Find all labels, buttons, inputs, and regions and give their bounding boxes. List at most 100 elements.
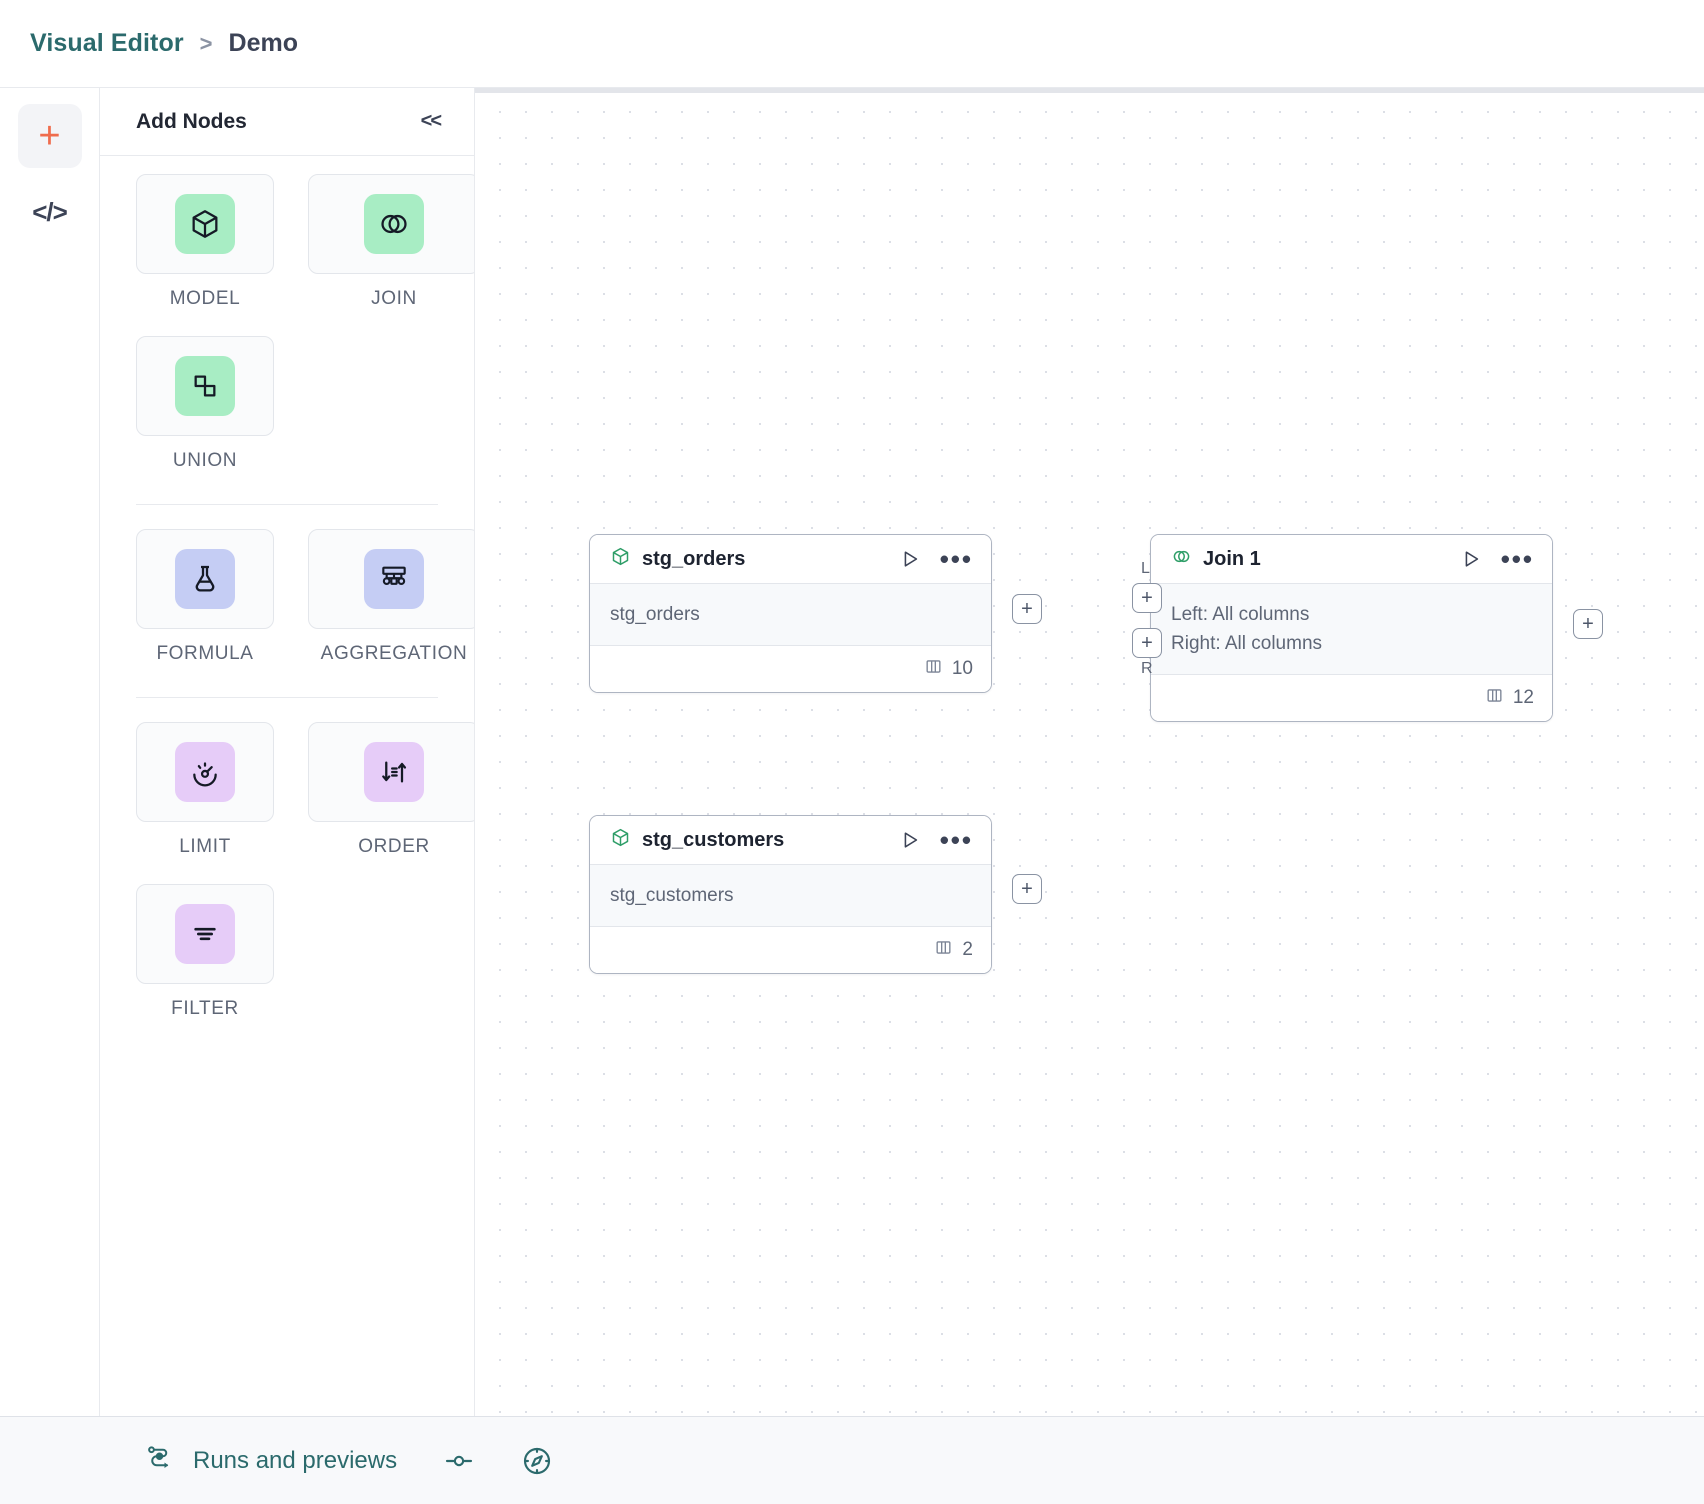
node-type-order[interactable]: ORDER xyxy=(308,722,474,884)
add-node-rail-button[interactable]: + xyxy=(17,104,82,168)
node-type-filter[interactable]: FILTER xyxy=(136,884,274,1046)
node-source-name: stg_customers xyxy=(610,885,734,906)
collapse-panel-button[interactable]: << xyxy=(420,110,442,132)
columns-icon xyxy=(1485,686,1504,710)
venn-icon xyxy=(1171,546,1192,572)
left-icon-rail: + </> xyxy=(0,88,100,1416)
sort-icon xyxy=(364,742,424,802)
join-output-handle[interactable]: + xyxy=(1573,609,1603,639)
runs-and-previews-button[interactable]: Runs and previews xyxy=(145,1443,397,1478)
node-type-join-tile[interactable] xyxy=(308,174,474,274)
columns-icon xyxy=(924,657,943,681)
node-type-join[interactable]: JOIN xyxy=(308,174,474,336)
node-title: stg_orders xyxy=(642,547,746,570)
breadcrumb-bar: Visual Editor > Demo xyxy=(0,0,1704,88)
column-count: 12 xyxy=(1512,687,1534,708)
code-icon: </> xyxy=(32,196,68,227)
play-icon[interactable] xyxy=(899,548,921,570)
flow-canvas[interactable]: stg_orders ••• stg_orders xyxy=(475,88,1704,1416)
compass-icon[interactable] xyxy=(521,1445,553,1477)
node-source-name: stg_orders xyxy=(610,604,700,625)
union-shapes-icon xyxy=(175,356,235,416)
ellipsis-icon[interactable]: ••• xyxy=(939,825,973,855)
flask-icon xyxy=(175,549,235,609)
venn-icon xyxy=(364,194,424,254)
code-view-rail-button[interactable]: </> xyxy=(18,180,82,244)
columns-icon xyxy=(934,938,953,962)
canvas-node-join-1[interactable]: Join 1 ••• Left: All columns Right: All … xyxy=(1150,534,1553,722)
node-type-order-label: ORDER xyxy=(358,836,430,857)
node-type-formula[interactable]: FORMULA xyxy=(136,529,274,691)
node-type-formula-label: FORMULA xyxy=(156,643,254,664)
canvas-node-stg-orders[interactable]: stg_orders ••• stg_orders xyxy=(589,534,992,693)
column-count: 10 xyxy=(951,658,973,679)
join-left-columns: Left: All columns xyxy=(1171,604,1310,625)
node-header: Join 1 ••• xyxy=(1151,535,1552,584)
join-left-input-label: L xyxy=(1141,560,1150,577)
node-type-aggregation-label: AGGREGATION xyxy=(320,643,468,664)
editor-body: + </> Add Nodes << xyxy=(0,88,1704,1416)
node-header: stg_orders ••• xyxy=(590,535,991,584)
play-icon[interactable] xyxy=(899,829,921,851)
join-right-input-handle[interactable]: + xyxy=(1132,628,1162,658)
node-body: stg_customers xyxy=(590,865,991,927)
node-body: Left: All columns Right: All columns xyxy=(1151,584,1552,675)
cube-icon xyxy=(175,194,235,254)
canvas-top-edge xyxy=(475,88,1704,93)
node-footer: 2 xyxy=(590,927,991,973)
bottom-toolbar: Runs and previews xyxy=(0,1416,1704,1504)
node-type-filter-tile[interactable] xyxy=(136,884,274,984)
node-group-refine: LIMIT ORDER xyxy=(100,722,474,1046)
breadcrumb-separator: > xyxy=(199,30,213,56)
runs-and-previews-label: Runs and previews xyxy=(193,1446,398,1474)
node-group-sources: MODEL JOIN xyxy=(100,174,474,498)
node-type-order-tile[interactable] xyxy=(308,722,474,822)
panel-divider-2 xyxy=(136,697,438,698)
node-title: stg_customers xyxy=(642,828,785,851)
play-icon[interactable] xyxy=(1460,548,1482,570)
add-nodes-panel: Add Nodes << xyxy=(100,88,475,1416)
breadcrumb-root-link[interactable]: Visual Editor xyxy=(30,29,184,57)
node-body: stg_orders xyxy=(590,584,991,646)
breadcrumb-current-page: Demo xyxy=(228,29,298,57)
panel-divider-1 xyxy=(136,504,438,505)
panel-title: Add Nodes xyxy=(136,109,247,133)
node-group-transform: FORMULA xyxy=(100,529,474,691)
node-type-union-label: UNION xyxy=(172,450,238,471)
node-type-join-label: JOIN xyxy=(371,288,417,309)
canvas-node-stg-customers[interactable]: stg_customers ••• stg_customers xyxy=(589,815,992,974)
node-type-model-tile[interactable] xyxy=(136,174,274,274)
ellipsis-icon[interactable]: ••• xyxy=(939,544,973,574)
node-type-limit-tile[interactable] xyxy=(136,722,274,822)
cube-icon xyxy=(610,827,631,853)
node-type-model-label: MODEL xyxy=(169,288,241,309)
node-type-aggregation-tile[interactable] xyxy=(308,529,474,629)
node-type-filter-label: FILTER xyxy=(171,998,239,1019)
slider-icon[interactable] xyxy=(443,1445,475,1477)
node-type-model[interactable]: MODEL xyxy=(136,174,274,336)
node-type-aggregation[interactable]: AGGREGATION xyxy=(308,529,474,691)
plus-icon: + xyxy=(38,115,61,157)
add-nodes-list: MODEL JOIN xyxy=(100,156,474,1416)
add-nodes-header: Add Nodes << xyxy=(100,88,474,156)
node-output-handle-customers[interactable]: + xyxy=(1012,874,1042,904)
gauge-icon xyxy=(175,742,235,802)
edge-layer xyxy=(475,88,775,238)
node-type-union-tile[interactable] xyxy=(136,336,274,436)
node-type-limit-label: LIMIT xyxy=(179,836,231,857)
node-type-limit[interactable]: LIMIT xyxy=(136,722,274,884)
cube-icon xyxy=(610,546,631,572)
node-footer: 10 xyxy=(590,646,991,692)
pipeline-icon xyxy=(145,1443,175,1478)
ellipsis-icon[interactable]: ••• xyxy=(1500,544,1534,574)
node-output-handle-orders[interactable]: + xyxy=(1012,594,1042,624)
join-right-columns: Right: All columns xyxy=(1171,633,1323,654)
node-footer: 12 xyxy=(1151,675,1552,721)
node-type-formula-tile[interactable] xyxy=(136,529,274,629)
node-type-union[interactable]: UNION xyxy=(136,336,274,498)
node-title: Join 1 xyxy=(1203,547,1261,570)
column-count: 2 xyxy=(962,939,973,960)
join-left-input-handle[interactable]: + xyxy=(1132,583,1162,613)
join-right-input-label: R xyxy=(1141,660,1153,677)
